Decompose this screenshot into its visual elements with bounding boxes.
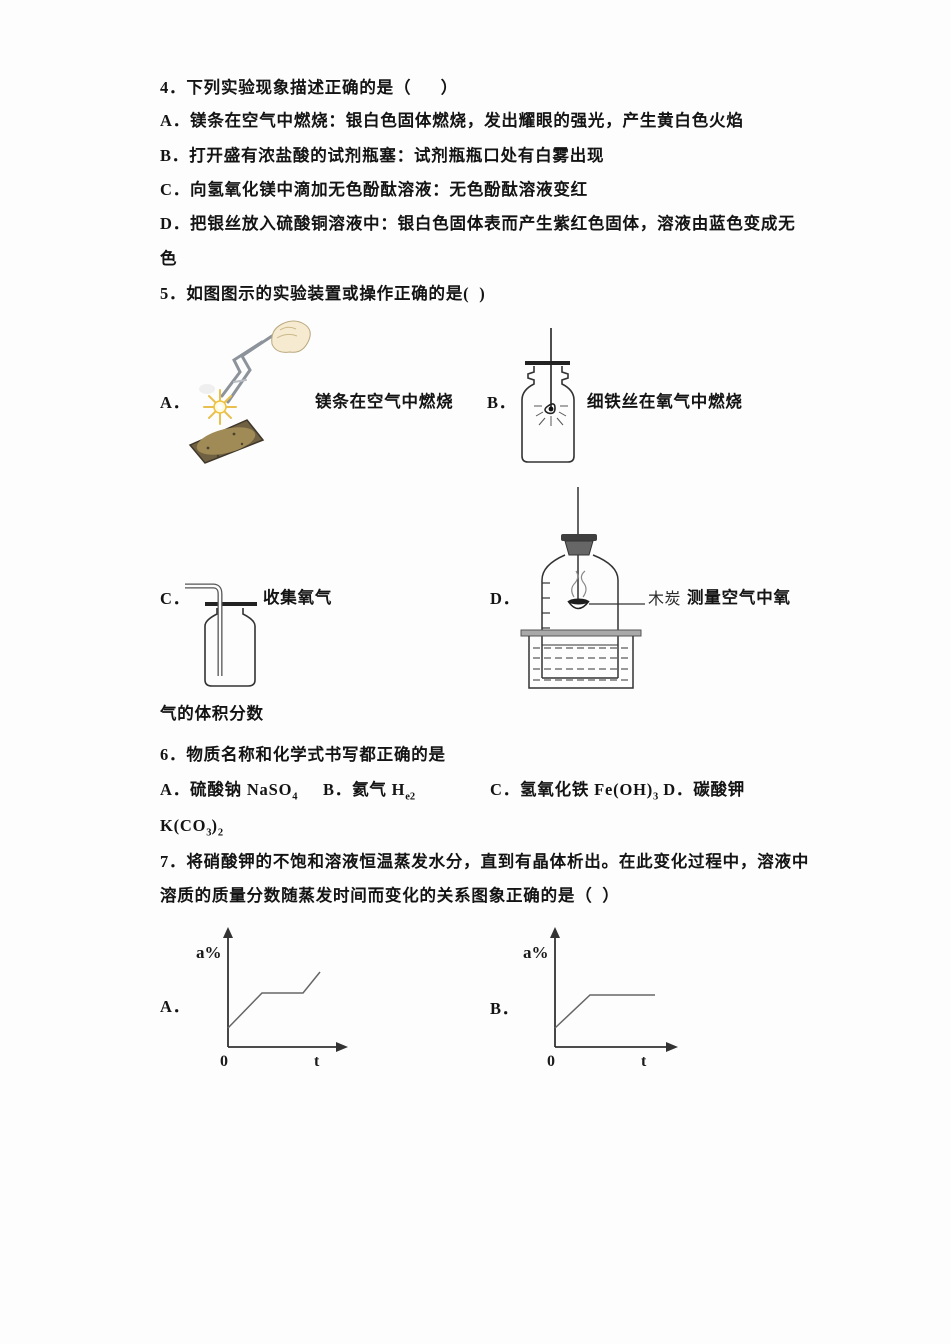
q4-option-a: A．镁条在空气中燃烧：银白色固体燃烧，发出耀眼的强光，产生黄白色火焰 bbox=[160, 111, 744, 130]
q4-option-c: C．向氢氧化镁中滴加无色酚酞溶液：无色酚酞溶液变红 bbox=[160, 180, 588, 199]
water-trough bbox=[520, 629, 642, 689]
q5-option-c-label: C． bbox=[160, 589, 191, 608]
y-axis-label: a% bbox=[523, 943, 549, 962]
q5-stem: 5．如图图示的实验装置或操作正确的是( ) bbox=[160, 284, 486, 303]
q5-option-c-caption: 收集氧气 bbox=[263, 588, 333, 607]
x-axis-label: t bbox=[314, 1053, 320, 1070]
q6-option-a: A．硫酸钠 NaSO4 bbox=[160, 780, 298, 803]
x-axis-arrow bbox=[666, 1042, 678, 1052]
combustion-spoon-charcoal bbox=[567, 598, 590, 610]
figure-collect-oxygen bbox=[185, 583, 257, 687]
q6-option-c-d: C．氢氧化铁 Fe(OH)3 D．碳酸钾 bbox=[490, 780, 746, 803]
hand bbox=[271, 320, 311, 353]
axes bbox=[227, 936, 338, 1048]
q4-option-b: B．打开盛有浓盐酸的试剂瓶塞：试剂瓶瓶口处有白雾出现 bbox=[160, 146, 605, 165]
graph-option-a: a% 0 t bbox=[196, 927, 348, 1070]
graph-option-b: a% 0 t bbox=[523, 927, 678, 1070]
curve bbox=[227, 971, 321, 1029]
q5-option-a-caption: 镁条在空气中燃烧 bbox=[315, 392, 454, 411]
graduation-ticks bbox=[542, 582, 550, 629]
x-axis-arrow bbox=[336, 1042, 348, 1052]
figure-measure-oxygen-in-air bbox=[520, 487, 645, 689]
x-axis-label: t bbox=[641, 1053, 647, 1070]
q5-option-b-label: B． bbox=[487, 393, 517, 412]
q5-option-d-caption: 测量空气中氧 bbox=[687, 588, 791, 607]
subscript: 4 bbox=[292, 791, 298, 803]
subscript: e2 bbox=[405, 791, 416, 803]
gas-bottle bbox=[204, 608, 256, 687]
q5-option-d-annotation: 木炭 bbox=[648, 591, 682, 608]
tongs bbox=[220, 334, 274, 404]
subscript: 2 bbox=[217, 827, 224, 839]
sparkle bbox=[199, 384, 237, 425]
q4-option-d: D．把银丝放入硫酸铜溶液中：银白色固体表而产生紫红色固体，溶液由蓝色变成无 bbox=[160, 214, 796, 233]
q7-stem-line1: 7．将硝酸钾的不饱和溶液恒温蒸发水分，直到有晶体析出。在此变化过程中，溶液中 bbox=[160, 852, 810, 871]
y-axis-label: a% bbox=[196, 943, 222, 962]
gas-bottle bbox=[521, 366, 575, 463]
q7-stem-line2: 溶质的质量分数随蒸发时间而变化的关系图象正确的是（ ） bbox=[160, 886, 620, 905]
q6-option-b: B．氦气 He2 bbox=[323, 780, 416, 803]
axes bbox=[554, 936, 668, 1048]
curve bbox=[554, 994, 655, 1029]
q7-graph-a-label: A． bbox=[160, 997, 191, 1016]
q4-stem: 4．下列实验现象描述正确的是（ ） bbox=[160, 78, 459, 97]
delivery-tube bbox=[185, 583, 223, 676]
origin-label: 0 bbox=[220, 1053, 228, 1070]
gas-bottle bbox=[541, 554, 619, 679]
q7-graph-b-label: B． bbox=[490, 999, 520, 1018]
mat bbox=[188, 419, 265, 464]
q6-option-d-wrap: K(CO3)2 bbox=[160, 816, 224, 839]
rubber-stopper bbox=[561, 534, 597, 556]
q5-option-b-caption: 细铁丝在氧气中燃烧 bbox=[587, 392, 743, 411]
subscript: 3 bbox=[206, 827, 212, 839]
q5-option-d-caption-wrap: 气的体积分数 bbox=[160, 704, 264, 723]
origin-label: 0 bbox=[547, 1053, 555, 1070]
figure-magnesium-burning bbox=[188, 320, 311, 464]
figure-iron-wire-in-oxygen bbox=[521, 328, 575, 463]
burning-spark bbox=[534, 403, 568, 426]
water-dashes bbox=[533, 647, 629, 681]
q4-option-d-wrap: 色 bbox=[160, 249, 178, 268]
smoke bbox=[571, 570, 587, 598]
q6-stem: 6．物质名称和化学式书写都正确的是 bbox=[160, 745, 446, 764]
y-axis-arrow bbox=[223, 927, 233, 938]
subscript: 3 bbox=[653, 791, 659, 803]
y-axis-arrow bbox=[550, 927, 560, 938]
q5-option-a-label: A． bbox=[160, 393, 191, 412]
q5-option-d-label: D． bbox=[490, 589, 521, 608]
